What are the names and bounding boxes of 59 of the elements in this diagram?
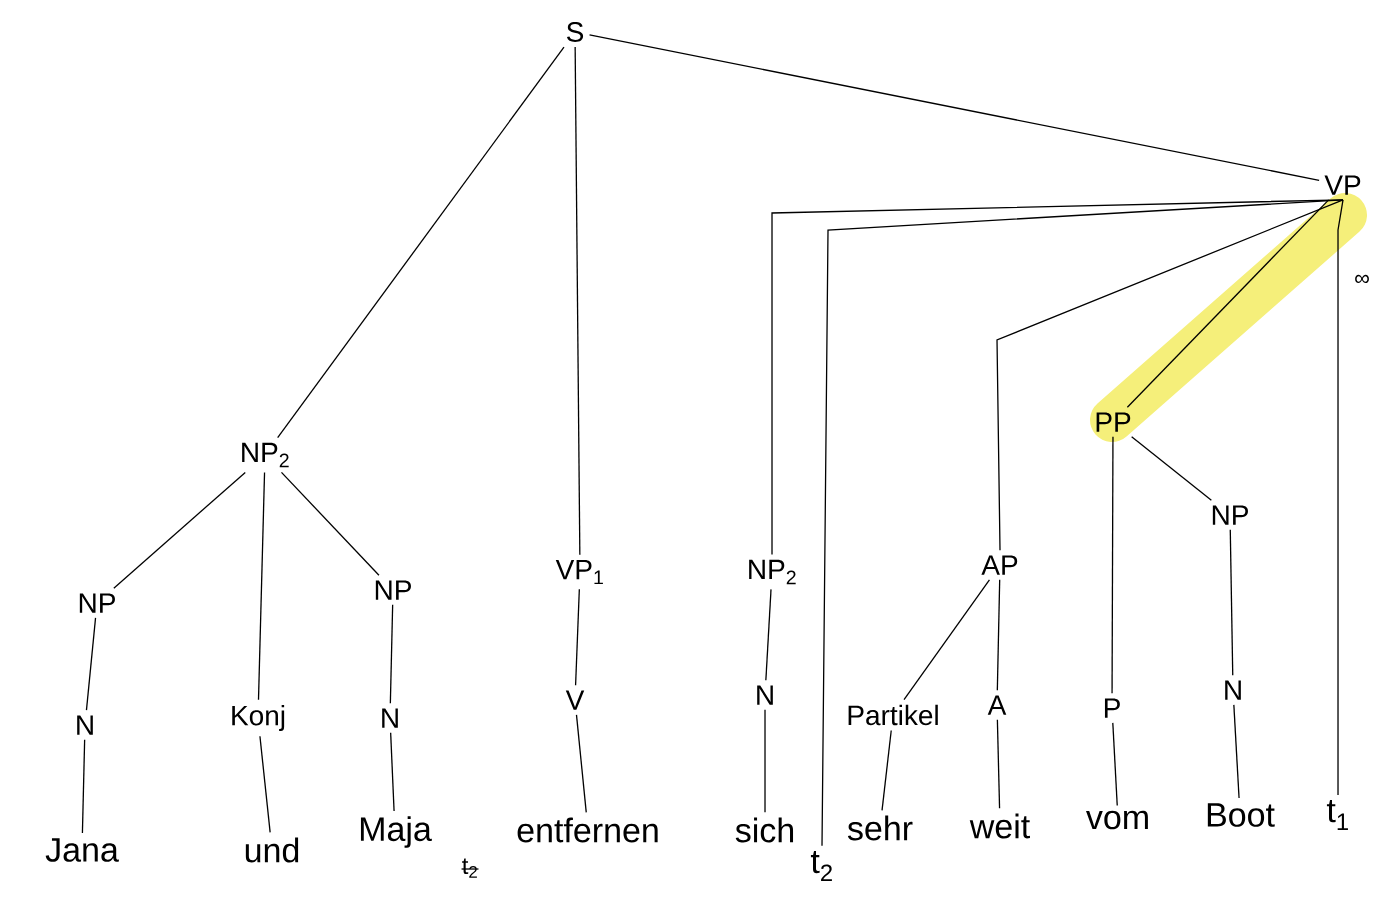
word-label: sehr: [847, 815, 913, 841]
tree-branch: [1131, 436, 1212, 501]
tree-branch: [81, 739, 86, 834]
category-label: P: [1104, 698, 1120, 718]
tree-branch: [903, 579, 991, 701]
tree-branch: [588, 34, 1320, 181]
word-label: sich: [735, 817, 794, 843]
tree-branch: [280, 471, 380, 576]
category-label: N: [757, 685, 773, 705]
category-label: NP: [1212, 505, 1248, 525]
tree-branch: [1233, 704, 1240, 799]
tree-branch: [390, 732, 395, 812]
tree-branch: [259, 735, 271, 833]
category-label: A: [987, 695, 1007, 715]
category-label: NP: [375, 580, 411, 600]
category-label: VP$_{1}$: [555, 559, 603, 585]
tree-branch: [764, 709, 766, 813]
word-label: Maja: [360, 816, 432, 848]
tree-branch: [881, 729, 892, 811]
tree-branch: [821, 199, 1344, 847]
tree-branch: [996, 199, 1344, 551]
category-label: N: [77, 715, 93, 735]
tree-branch: [85, 617, 97, 711]
category-label: N: [1225, 680, 1241, 700]
category-label: Partikel: [848, 704, 938, 726]
word-label: Jana: [45, 838, 119, 862]
trace-label: t$_{2}$: [810, 851, 832, 882]
category-label: V: [565, 690, 585, 710]
tree-branch: [113, 471, 246, 589]
tree-branch: [1229, 529, 1234, 676]
tree-branch: [257, 471, 266, 701]
tree-branch: [996, 579, 1001, 691]
category-label: N: [382, 708, 398, 728]
tree-branch: [389, 604, 394, 704]
word-label: vom: [1086, 810, 1148, 830]
trace-label: t$_{1}$: [1326, 800, 1348, 830]
word-label: Boot: [1207, 803, 1275, 827]
category-label: NP$_{2}$: [242, 442, 289, 468]
category-label: VP: [1324, 175, 1361, 195]
word-label: weit: [969, 813, 1030, 839]
tree-branch: [574, 46, 581, 556]
category-label: PP: [1096, 412, 1131, 432]
category-label: S: [566, 22, 584, 42]
tree-branch: [575, 714, 587, 813]
tree-branch: [1111, 436, 1114, 694]
category-label: AP: [981, 555, 1018, 575]
tree-branch: [765, 588, 772, 681]
annotation-mark: ∞: [1355, 274, 1369, 284]
tree-branch: [1337, 199, 1344, 796]
tree-branch: [1112, 722, 1118, 807]
tree-branch: [574, 588, 580, 686]
word-label: entfernen: [517, 817, 658, 843]
word-label: und: [245, 837, 299, 863]
tree-branch: [1126, 199, 1330, 408]
tree-branch: [996, 719, 1001, 809]
tree-branch: [277, 46, 565, 439]
category-label: NP: [79, 593, 115, 613]
category-label: Konj: [232, 704, 285, 732]
category-label: NP$_{2}$: [749, 559, 796, 585]
